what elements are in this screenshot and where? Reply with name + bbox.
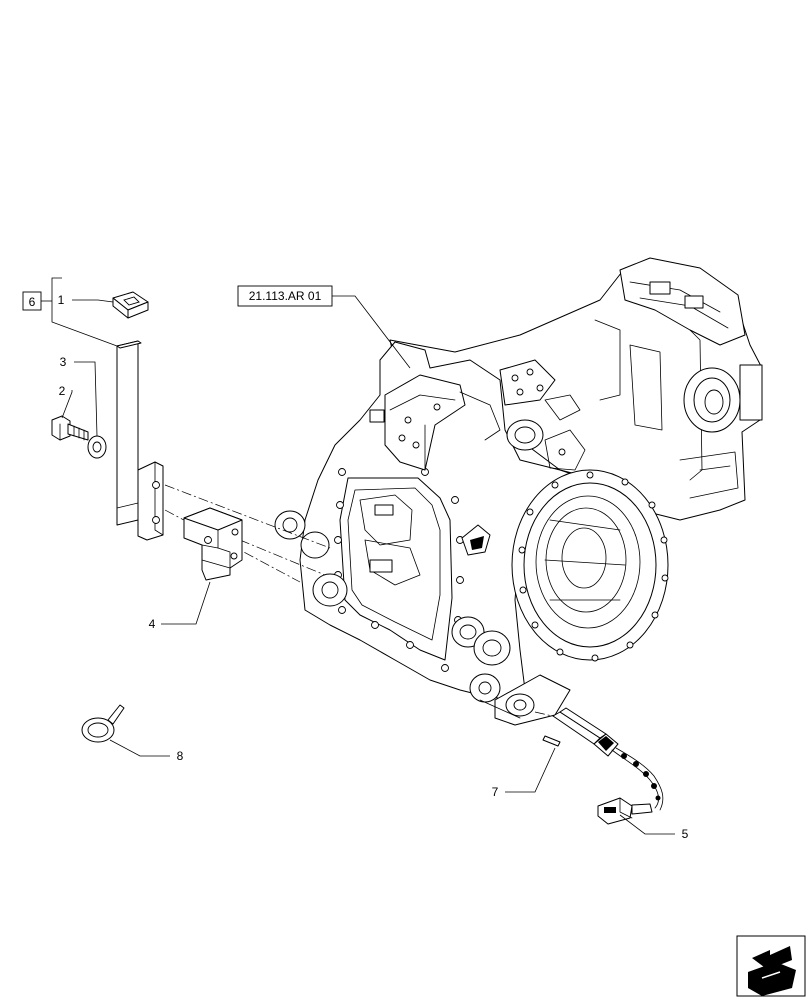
transmission-housing [274,257,763,726]
next-page-arrow-icon[interactable] [736,935,806,997]
speed-sensor-part [552,707,664,825]
callout-3: 3 [60,355,67,369]
pin-part [542,735,561,747]
callout-2: 2 [59,384,66,398]
callout-8: 8 [177,749,184,763]
bracket-bar-part [116,340,164,541]
reference-label-text[interactable]: 21.113.AR 01 [249,289,322,303]
leader-lines [51,277,675,835]
callout-4: 4 [149,617,156,631]
bolt-part [51,415,89,441]
callout-5: 5 [682,827,689,841]
callout-7: 7 [492,785,499,799]
block-bracket-part [183,507,243,581]
kit-callout-text: 6 [29,295,36,309]
plug-cap-part [112,291,149,319]
washer-part [87,435,107,459]
reference-label-box[interactable]: 21.113.AR 01 [237,285,333,307]
kit-callout-box: 6 [22,291,52,311]
cable-clip-part [81,704,125,743]
callout-1: 1 [58,293,65,307]
